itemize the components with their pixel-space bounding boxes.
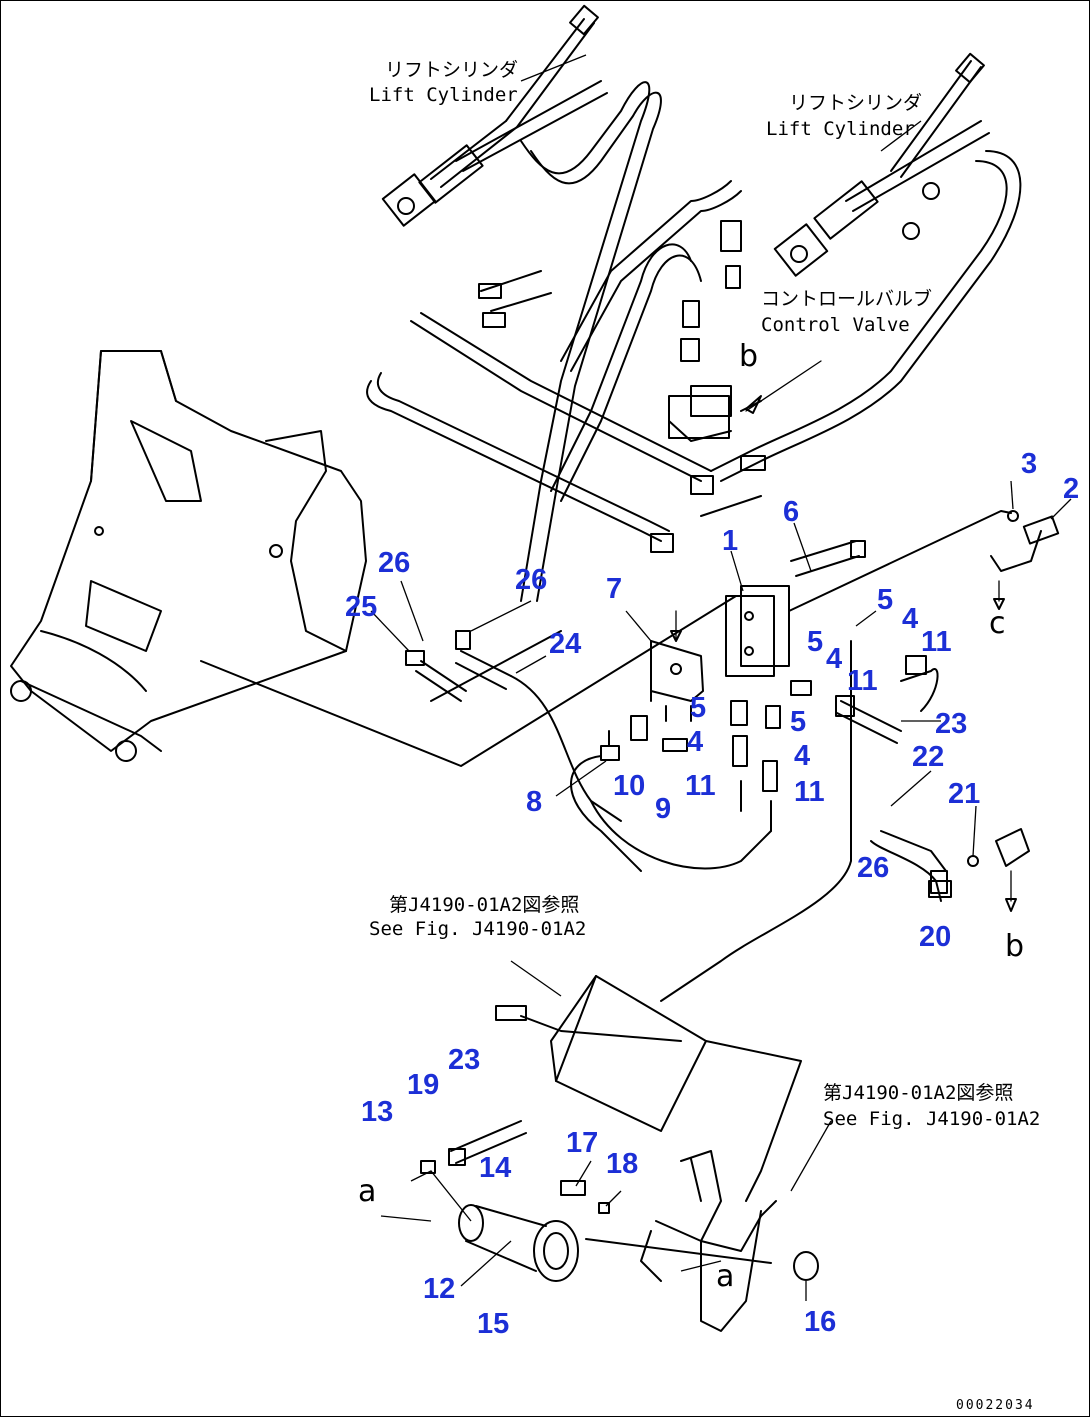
label-lift-cylinder-right-en: Lift Cylinder <box>766 118 915 140</box>
pipes-diagonal <box>366 270 766 553</box>
callout-11a: 11 <box>921 626 952 658</box>
callout-23a: 23 <box>935 708 967 740</box>
callout-4c: 4 <box>687 726 703 758</box>
callout-1: 1 <box>722 525 738 557</box>
callout-3: 3 <box>1021 448 1037 480</box>
callout-22: 22 <box>912 741 944 773</box>
callout-5d: 5 <box>790 706 806 738</box>
label-lift-cylinder-left-en: Lift Cylinder <box>369 84 518 106</box>
callout-16: 16 <box>804 1306 836 1338</box>
callout-21: 21 <box>948 778 980 810</box>
connector-parts-20-21 <box>930 828 1030 912</box>
letter-c-right: c <box>989 606 1006 641</box>
label-control-valve-en: Control Valve <box>761 314 910 336</box>
letter-b-right: b <box>1005 929 1024 964</box>
leader-lines <box>370 54 1072 1301</box>
control-valve <box>668 220 822 442</box>
label-control-valve-jp: コントロールバルブ <box>761 287 932 310</box>
callout-7: 7 <box>606 573 622 605</box>
callout-11c: 11 <box>685 770 716 802</box>
callout-14: 14 <box>479 1152 511 1184</box>
callout-26c: 26 <box>857 852 889 884</box>
callout-9: 9 <box>655 793 671 825</box>
bracket-part-7 <box>650 610 704 722</box>
callout-26a: 26 <box>378 547 410 579</box>
callout-15: 15 <box>477 1308 509 1340</box>
lift-hoses-upper <box>520 81 1022 602</box>
label-ref-top-en: See Fig. J4190-01A2 <box>369 918 586 940</box>
callout-19: 19 <box>407 1069 439 1101</box>
callout-20: 20 <box>919 921 951 953</box>
callout-26b: 26 <box>515 564 547 596</box>
letter-a-left: a <box>358 1174 376 1209</box>
callout-10: 10 <box>613 770 645 802</box>
label-lift-cylinder-right-jp: リフトシリンダ <box>789 92 922 114</box>
callout-6: 6 <box>783 496 799 528</box>
loader-frame <box>10 350 737 767</box>
callout-24: 24 <box>549 628 581 660</box>
hoses-lower <box>405 630 952 1002</box>
callout-17: 17 <box>566 1127 598 1159</box>
label-lift-cylinder-left-jp: リフトシリンダ <box>385 59 518 81</box>
callout-25: 25 <box>345 591 377 623</box>
callout-4b: 4 <box>826 643 842 675</box>
callout-5c: 5 <box>690 692 706 724</box>
label-ref-top-jp: 第J4190-01A2図参照 <box>389 894 579 916</box>
label-ref-right-jp: 第J4190-01A2図参照 <box>823 1082 1013 1104</box>
callout-13: 13 <box>361 1096 393 1128</box>
lift-cylinder-right <box>773 52 990 277</box>
callout-5b: 5 <box>807 626 823 658</box>
valve-block <box>725 510 1012 677</box>
callout-4a: 4 <box>902 603 918 635</box>
callout-12: 12 <box>423 1273 455 1305</box>
drawing-code: 00022034 <box>956 1398 1035 1413</box>
lift-cylinder-left <box>381 4 608 227</box>
callout-4d: 4 <box>794 740 810 772</box>
parts-8-9-10 <box>570 715 688 872</box>
callout-5a: 5 <box>877 584 893 616</box>
callout-18: 18 <box>606 1148 638 1180</box>
connector-parts-2-3 <box>990 510 1060 610</box>
callout-23b: 23 <box>448 1044 480 1076</box>
callout-11b: 11 <box>847 665 878 697</box>
letter-a-right: a <box>716 1259 734 1294</box>
callout-11d: 11 <box>794 776 825 808</box>
letter-b-top: b <box>739 339 758 374</box>
callout-2: 2 <box>1063 473 1079 505</box>
lower-assembly <box>420 975 819 1332</box>
callout-8: 8 <box>526 786 542 818</box>
label-ref-right-en: See Fig. J4190-01A2 <box>823 1108 1040 1130</box>
